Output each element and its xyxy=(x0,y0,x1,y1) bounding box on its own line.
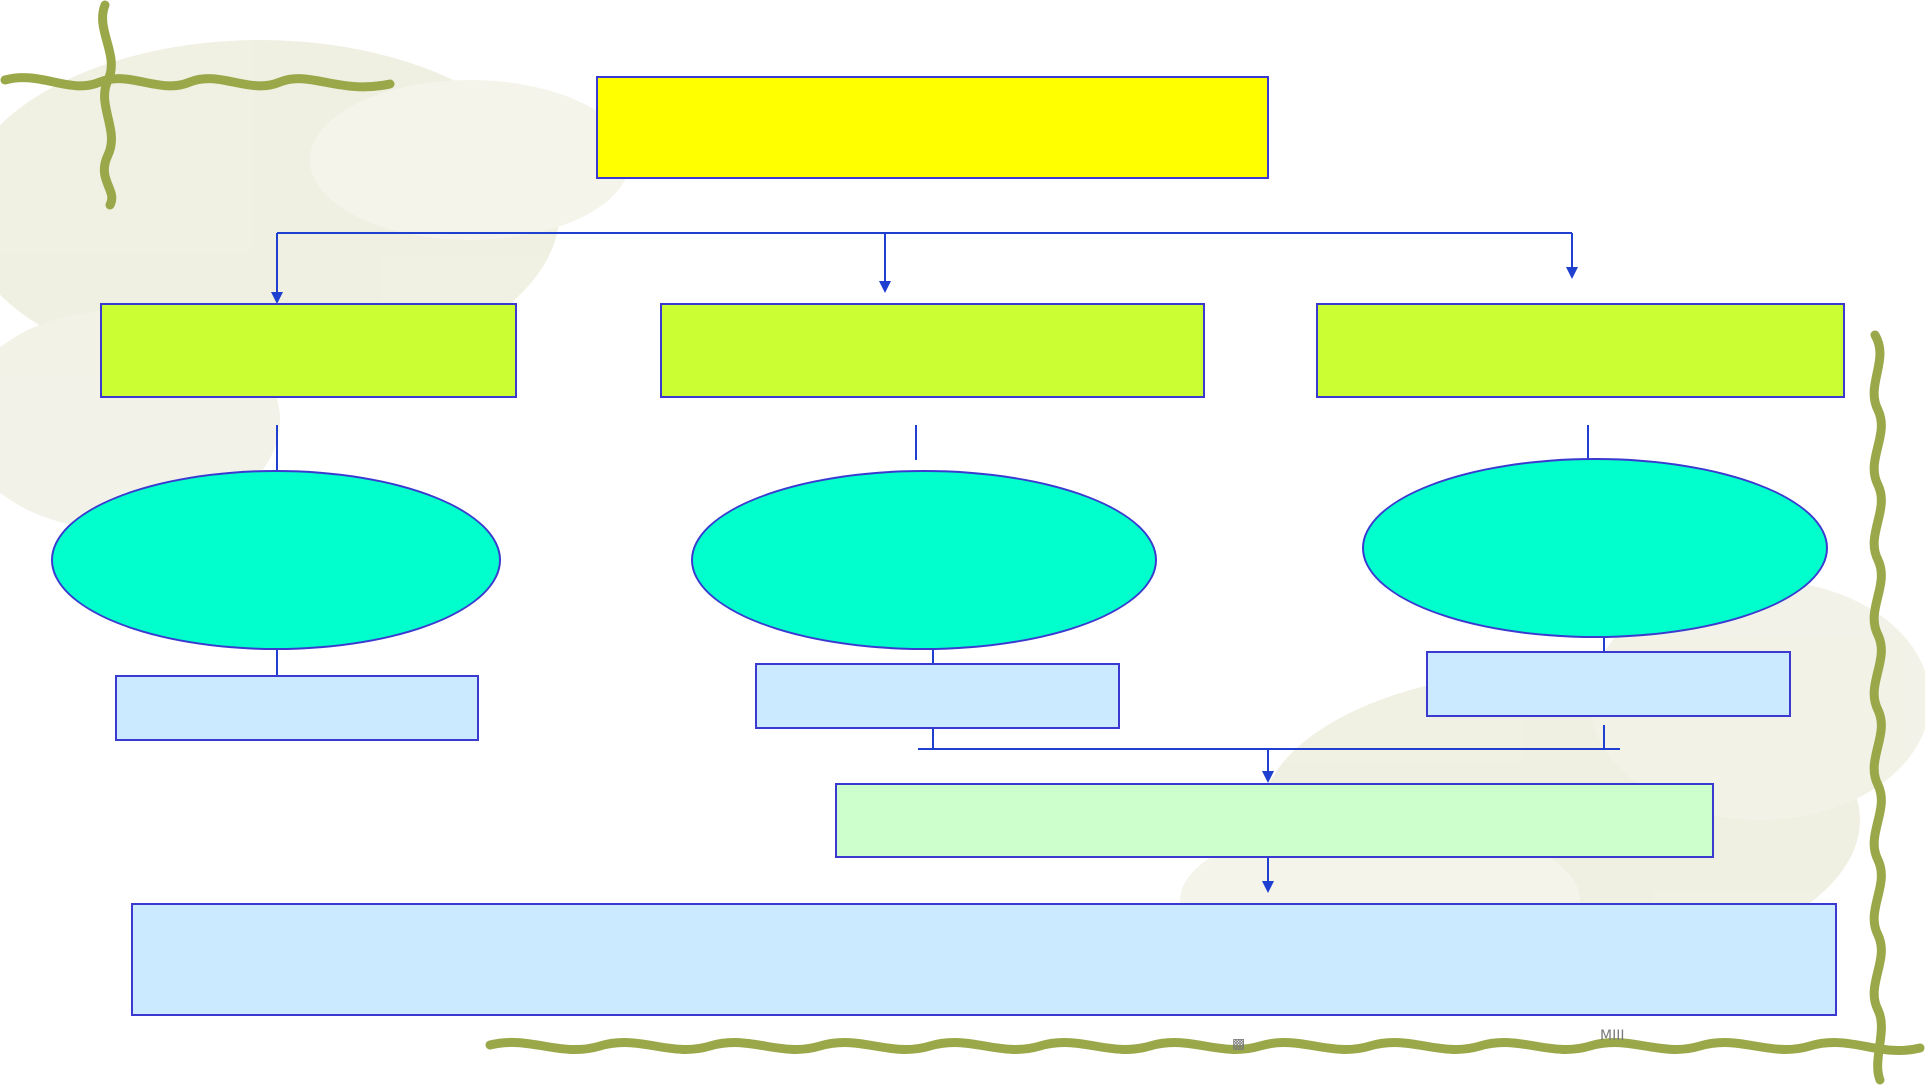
merge-node xyxy=(835,783,1714,858)
ellipse-node-middle xyxy=(691,470,1157,650)
vine-bottom-icon xyxy=(485,1037,1925,1055)
arrow-down-icon xyxy=(879,281,891,293)
arrow-down-icon xyxy=(1262,881,1274,893)
ellipse-node-right xyxy=(1362,458,1828,638)
level3-node-right xyxy=(1426,651,1791,717)
arrowheads xyxy=(271,267,1578,893)
arrow-down-icon xyxy=(1262,771,1274,783)
level2-node-middle xyxy=(660,303,1205,398)
connector-lines xyxy=(276,232,1620,885)
level3-node-left xyxy=(115,675,479,741)
ellipse-node-left xyxy=(51,470,501,650)
level2-node-left xyxy=(100,303,517,398)
vine-right-icon xyxy=(1869,330,1886,1085)
level2-node-right xyxy=(1316,303,1845,398)
mitl-glyph-icon: MIII xyxy=(1600,1028,1625,1044)
level3-node-middle xyxy=(755,663,1120,729)
checker-glyph-icon: ▩ xyxy=(1232,1036,1246,1052)
arrow-down-icon xyxy=(1566,267,1578,279)
vine-top-left-icon xyxy=(0,0,395,210)
top-node xyxy=(596,76,1269,179)
arrow-down-icon xyxy=(271,292,283,304)
bottom-node xyxy=(131,903,1837,1016)
